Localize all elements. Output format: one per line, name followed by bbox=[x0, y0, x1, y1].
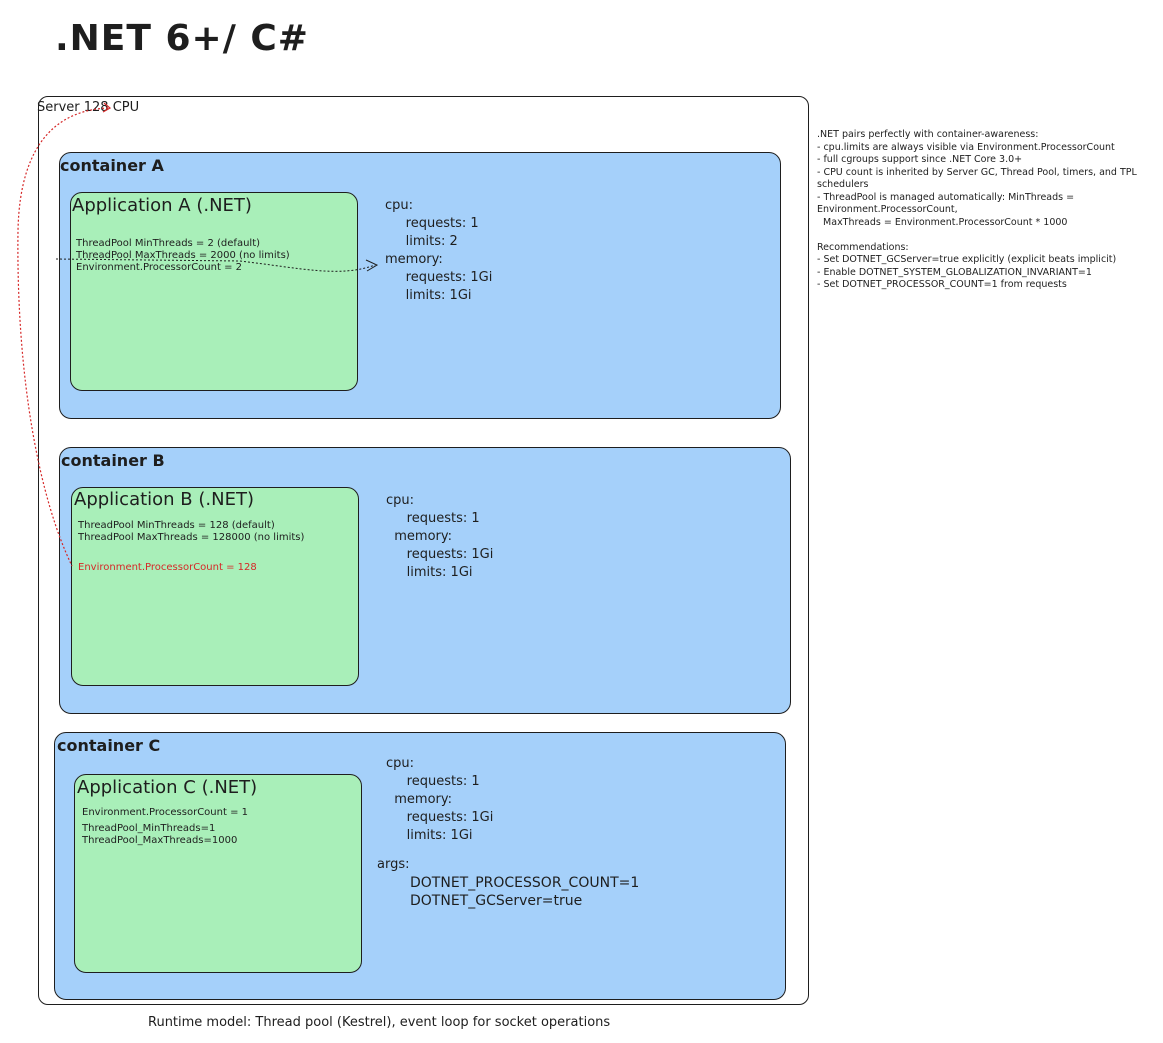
server-label: Server 128 CPU bbox=[37, 100, 140, 115]
application-c bbox=[74, 774, 362, 973]
app-a-processor-count: Environment.ProcessorCount = 2 bbox=[76, 262, 242, 273]
app-b-processor-count: Environment.ProcessorCount = 128 bbox=[78, 562, 257, 573]
red-dotted-connector bbox=[17, 107, 109, 567]
container-c-spec: cpu: requests: 1 memory: requests: 1Gi l… bbox=[386, 756, 494, 843]
container-c-args: DOTNET_PROCESSOR_COUNT=1 DOTNET_GCServer… bbox=[410, 875, 640, 909]
app-c-processor-count: Environment.ProcessorCount = 1 bbox=[82, 807, 248, 818]
application-b bbox=[71, 487, 359, 686]
container-c-args-label: args: bbox=[377, 857, 410, 872]
application-c-title: Application C (.NET) bbox=[77, 777, 258, 798]
black-arrowhead bbox=[365, 259, 379, 272]
red-arrowhead bbox=[102, 102, 112, 113]
app-a-min-threads: ThreadPool MinThreads = 2 (default) bbox=[76, 238, 261, 249]
black-dotted-connector bbox=[55, 258, 376, 272]
container-b-label: container B bbox=[61, 451, 165, 470]
app-b-min-threads: ThreadPool MinThreads = 128 (default) bbox=[78, 520, 275, 531]
container-a-label: container A bbox=[60, 156, 164, 175]
application-a-title: Application A (.NET) bbox=[72, 195, 252, 216]
server-box bbox=[38, 96, 809, 1005]
container-b-spec: cpu: requests: 1 memory: requests: 1Gi l… bbox=[386, 493, 494, 580]
application-a bbox=[70, 192, 358, 391]
app-c-thread-settings: ThreadPool_MinThreads=1 ThreadPool_MaxTh… bbox=[82, 823, 238, 846]
container-a-spec: cpu: requests: 1 limits: 2 memory: reque… bbox=[385, 198, 493, 303]
runtime-model-caption: Runtime model: Thread pool (Kestrel), ev… bbox=[148, 1015, 611, 1030]
container-c-label: container C bbox=[57, 736, 161, 755]
app-b-max-threads: ThreadPool MaxThreads = 128000 (no limit… bbox=[78, 532, 305, 543]
notes-text: .NET pairs perfectly with container-awar… bbox=[817, 129, 1137, 290]
application-b-title: Application B (.NET) bbox=[74, 489, 254, 510]
page-title: .NET 6+/ C# bbox=[55, 18, 309, 59]
app-a-max-threads: ThreadPool MaxThreads = 2000 (no limits) bbox=[76, 250, 290, 261]
